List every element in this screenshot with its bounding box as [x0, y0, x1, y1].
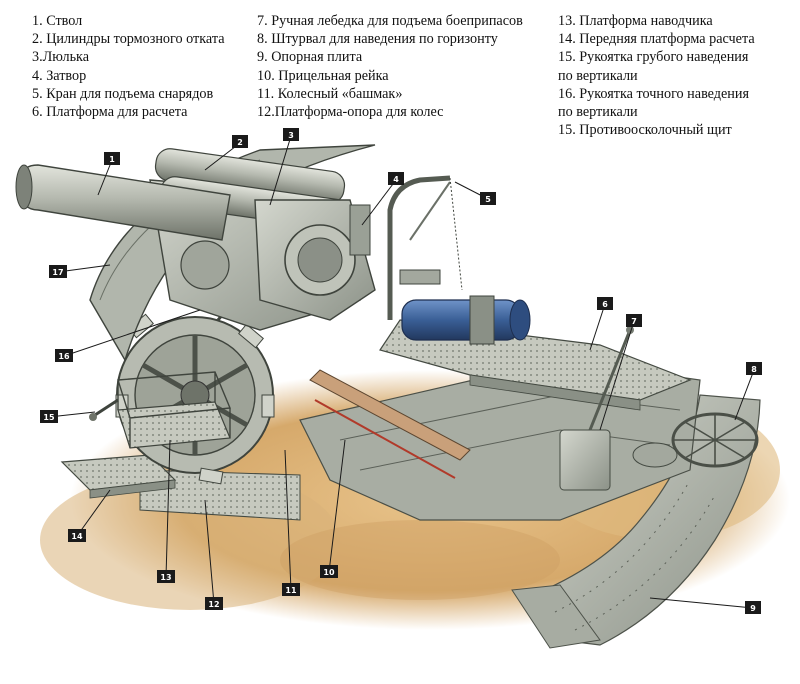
svg-text:10: 10	[323, 568, 335, 577]
callout-12: 12	[205, 597, 223, 610]
svg-text:4: 4	[393, 175, 399, 184]
callout-13: 13	[157, 570, 175, 583]
front-crew-platform	[60, 454, 177, 499]
svg-text:14: 14	[71, 532, 83, 541]
legend-item: 2. Цилиндры тормозного отката	[32, 31, 225, 48]
svg-text:3: 3	[288, 131, 294, 140]
legend-item: 14. Передняя платформа расчета	[558, 31, 755, 48]
svg-text:6: 6	[602, 300, 608, 309]
svg-text:7: 7	[631, 317, 637, 326]
callout-17: 17	[49, 265, 67, 278]
legend-item: 10. Прицельная рейка	[257, 67, 389, 84]
legend-item: 9. Опорная плита	[257, 49, 363, 66]
legend-item: 16. Рукоятка точного наведения	[558, 85, 750, 102]
svg-text:11: 11	[285, 586, 297, 595]
barrel	[15, 164, 231, 241]
wheel-support-platform	[139, 469, 301, 521]
svg-text:16: 16	[58, 352, 70, 361]
legend-item: 11. Колесный «башмак»	[257, 85, 403, 102]
legend-item: 12.Платформа-опора для колес	[257, 104, 444, 121]
legend-item: 13. Платформа наводчика	[558, 13, 713, 29]
legend-item: 4. Затвор	[32, 67, 87, 84]
legend-item: 8. Штурвал для наведения по горизонту	[257, 31, 498, 48]
callout-10: 10	[320, 565, 338, 578]
legend-item: 1. Ствол	[32, 13, 83, 29]
shell-crane	[387, 175, 463, 320]
callout-14: 14	[68, 529, 86, 542]
gunner-platform	[117, 371, 232, 449]
svg-text:12: 12	[208, 600, 219, 609]
svg-text:17: 17	[52, 268, 63, 277]
svg-text:13: 13	[160, 573, 171, 582]
callout-15: 15	[40, 410, 58, 423]
callout-8: 8	[746, 362, 762, 375]
svg-text:1: 1	[109, 155, 115, 164]
legend-item: 3.Люлька	[32, 49, 90, 66]
svg-text:15: 15	[43, 413, 55, 422]
svg-text:2: 2	[237, 138, 243, 147]
legend-item: 6. Платформа для расчета	[32, 104, 188, 121]
traverse-handwheel	[632, 412, 759, 468]
legend-item: по вертикали	[558, 104, 638, 121]
callout-6: 6	[597, 297, 613, 310]
callout-markers: 1 2 3 4 5 6 7 8 9 10 11 12 13 14 15 16 1…	[40, 128, 762, 614]
svg-text:9: 9	[750, 604, 756, 613]
support-plate	[511, 394, 761, 649]
legend-item: 15. Противоосколочный щит	[558, 122, 732, 139]
shell	[401, 295, 531, 345]
legend-column-3: 13. Платформа наводчика 14. Передняя пла…	[558, 12, 755, 139]
callout-4: 4	[388, 172, 404, 185]
legend-item: по вертикали	[558, 67, 638, 84]
callout-11: 11	[282, 583, 300, 596]
svg-text:5: 5	[485, 195, 491, 204]
callout-2: 2	[232, 135, 248, 148]
sighting-rack	[309, 369, 471, 479]
legend-item: 7. Ручная лебедка для подъема боеприпасо…	[257, 13, 523, 29]
callout-7: 7	[626, 314, 642, 327]
breech	[254, 199, 376, 321]
callout-9: 9	[745, 601, 761, 614]
callout-5: 5	[480, 192, 496, 205]
callout-leaders	[48, 135, 755, 609]
legend-item: 5. Кран для подъема снарядов	[32, 85, 214, 102]
callout-1: 1	[104, 152, 120, 165]
legend-column-1: 1. Ствол 2. Цилиндры тормозного отката 3…	[32, 12, 225, 121]
svg-text:8: 8	[751, 365, 757, 374]
callout-16: 16	[55, 349, 73, 362]
legend-column-2: 7. Ручная лебедка для подъема боеприпасо…	[257, 12, 523, 121]
callout-3: 3	[283, 128, 299, 141]
legend-item: 15. Рукоятка грубого наведения	[558, 49, 749, 66]
